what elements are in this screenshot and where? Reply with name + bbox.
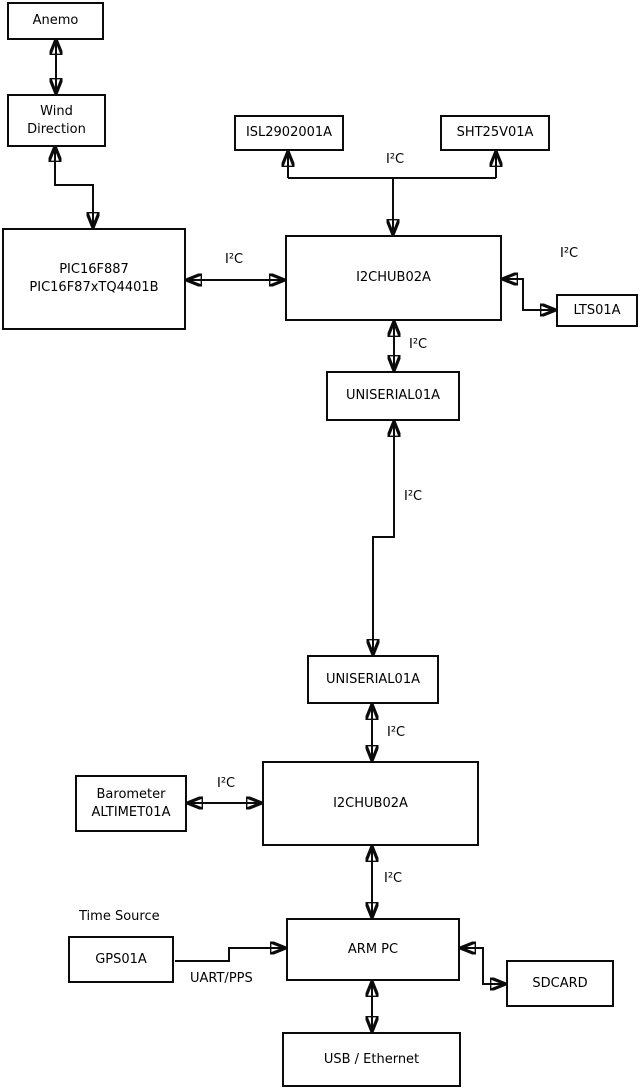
node-pic16f887-label-line2: PIC16F87xTQ4401B xyxy=(29,280,159,295)
node-isl2902001a-label: ISL2902001A xyxy=(245,125,333,141)
node-barometer-label-line1: Barometer xyxy=(96,786,166,802)
node-uniserial01a-bottom-label: UNISERIAL01A xyxy=(326,671,420,687)
node-anemo: Anemo xyxy=(7,2,104,40)
node-pic16f887-label-line1: PIC16F887 xyxy=(59,262,129,278)
edge-label-i2c-barometer-hub: I²C xyxy=(217,776,236,791)
edge-label-i2c-pic-hub: I²C xyxy=(225,252,244,267)
node-gps01a-label: GPS01A xyxy=(95,951,147,967)
label-time-source: Time Source xyxy=(79,909,160,924)
edge-gps-armpc xyxy=(175,948,285,962)
edge-label-i2c-uniserial-hub-bottom: I²C xyxy=(387,725,406,740)
node-i2chub02a-bottom: I2CHUB02A xyxy=(262,761,479,846)
node-uniserial01a-top-label: UNISERIAL01A xyxy=(346,388,440,404)
node-sht25v01a: SHT25V01A xyxy=(440,115,550,151)
node-arm-pc-label: ARM PC xyxy=(347,941,399,957)
node-anemo-label: Anemo xyxy=(32,13,79,29)
node-arm-pc: ARM PC xyxy=(286,918,460,981)
edge-label-i2c-hub-isl-sht: I²C xyxy=(386,152,405,167)
edge-uniserialtop-uniserialbottom xyxy=(373,422,394,654)
edge-label-i2c-hub-uniserial-top: I²C xyxy=(409,337,428,352)
edge-label-i2c-hub-armpc: I²C xyxy=(384,871,403,886)
edge-wind-pic xyxy=(55,147,93,227)
node-lts01a-label: LTS01A xyxy=(573,302,621,318)
edge-label-i2c-uniserial-link: I²C xyxy=(404,489,423,504)
node-wind-direction: Wind Direction xyxy=(7,94,106,147)
node-barometer-altimet01a: Barometer ALTIMET01A xyxy=(75,775,187,832)
node-i2chub02a-bottom-label: I2CHUB02A xyxy=(333,795,408,811)
node-sht25v01a-label: SHT25V01A xyxy=(456,125,534,141)
node-sdcard: SDCARD xyxy=(506,960,614,1007)
node-wind-direction-label-line1: Wind xyxy=(40,103,73,119)
node-uniserial01a-bottom: UNISERIAL01A xyxy=(307,655,439,704)
node-pic16f887: PIC16F887 PIC16F87xTQ4401B xyxy=(2,228,186,330)
node-lts01a: LTS01A xyxy=(556,294,638,327)
node-i2chub02a-top-label: I2CHUB02A xyxy=(356,270,431,286)
node-usb-ethernet: USB / Ethernet xyxy=(282,1032,461,1087)
node-wind-direction-label-line2: Direction xyxy=(27,121,86,137)
node-sdcard-label: SDCARD xyxy=(532,975,588,991)
edge-hubtop-lts xyxy=(503,279,555,310)
node-barometer-label-line2: ALTIMET01A xyxy=(91,804,171,820)
node-usb-ethernet-label: USB / Ethernet xyxy=(323,1051,420,1067)
edge-label-i2c-hub-lts: I²C xyxy=(560,246,579,261)
node-gps01a: GPS01A xyxy=(68,936,174,983)
edge-label-uart-pps: UART/PPS xyxy=(190,971,253,986)
node-isl2902001a: ISL2902001A xyxy=(234,115,344,151)
node-uniserial01a-top: UNISERIAL01A xyxy=(326,371,460,421)
edge-armpc-sdcard xyxy=(461,948,505,984)
node-i2chub02a-top: I2CHUB02A xyxy=(285,235,502,321)
